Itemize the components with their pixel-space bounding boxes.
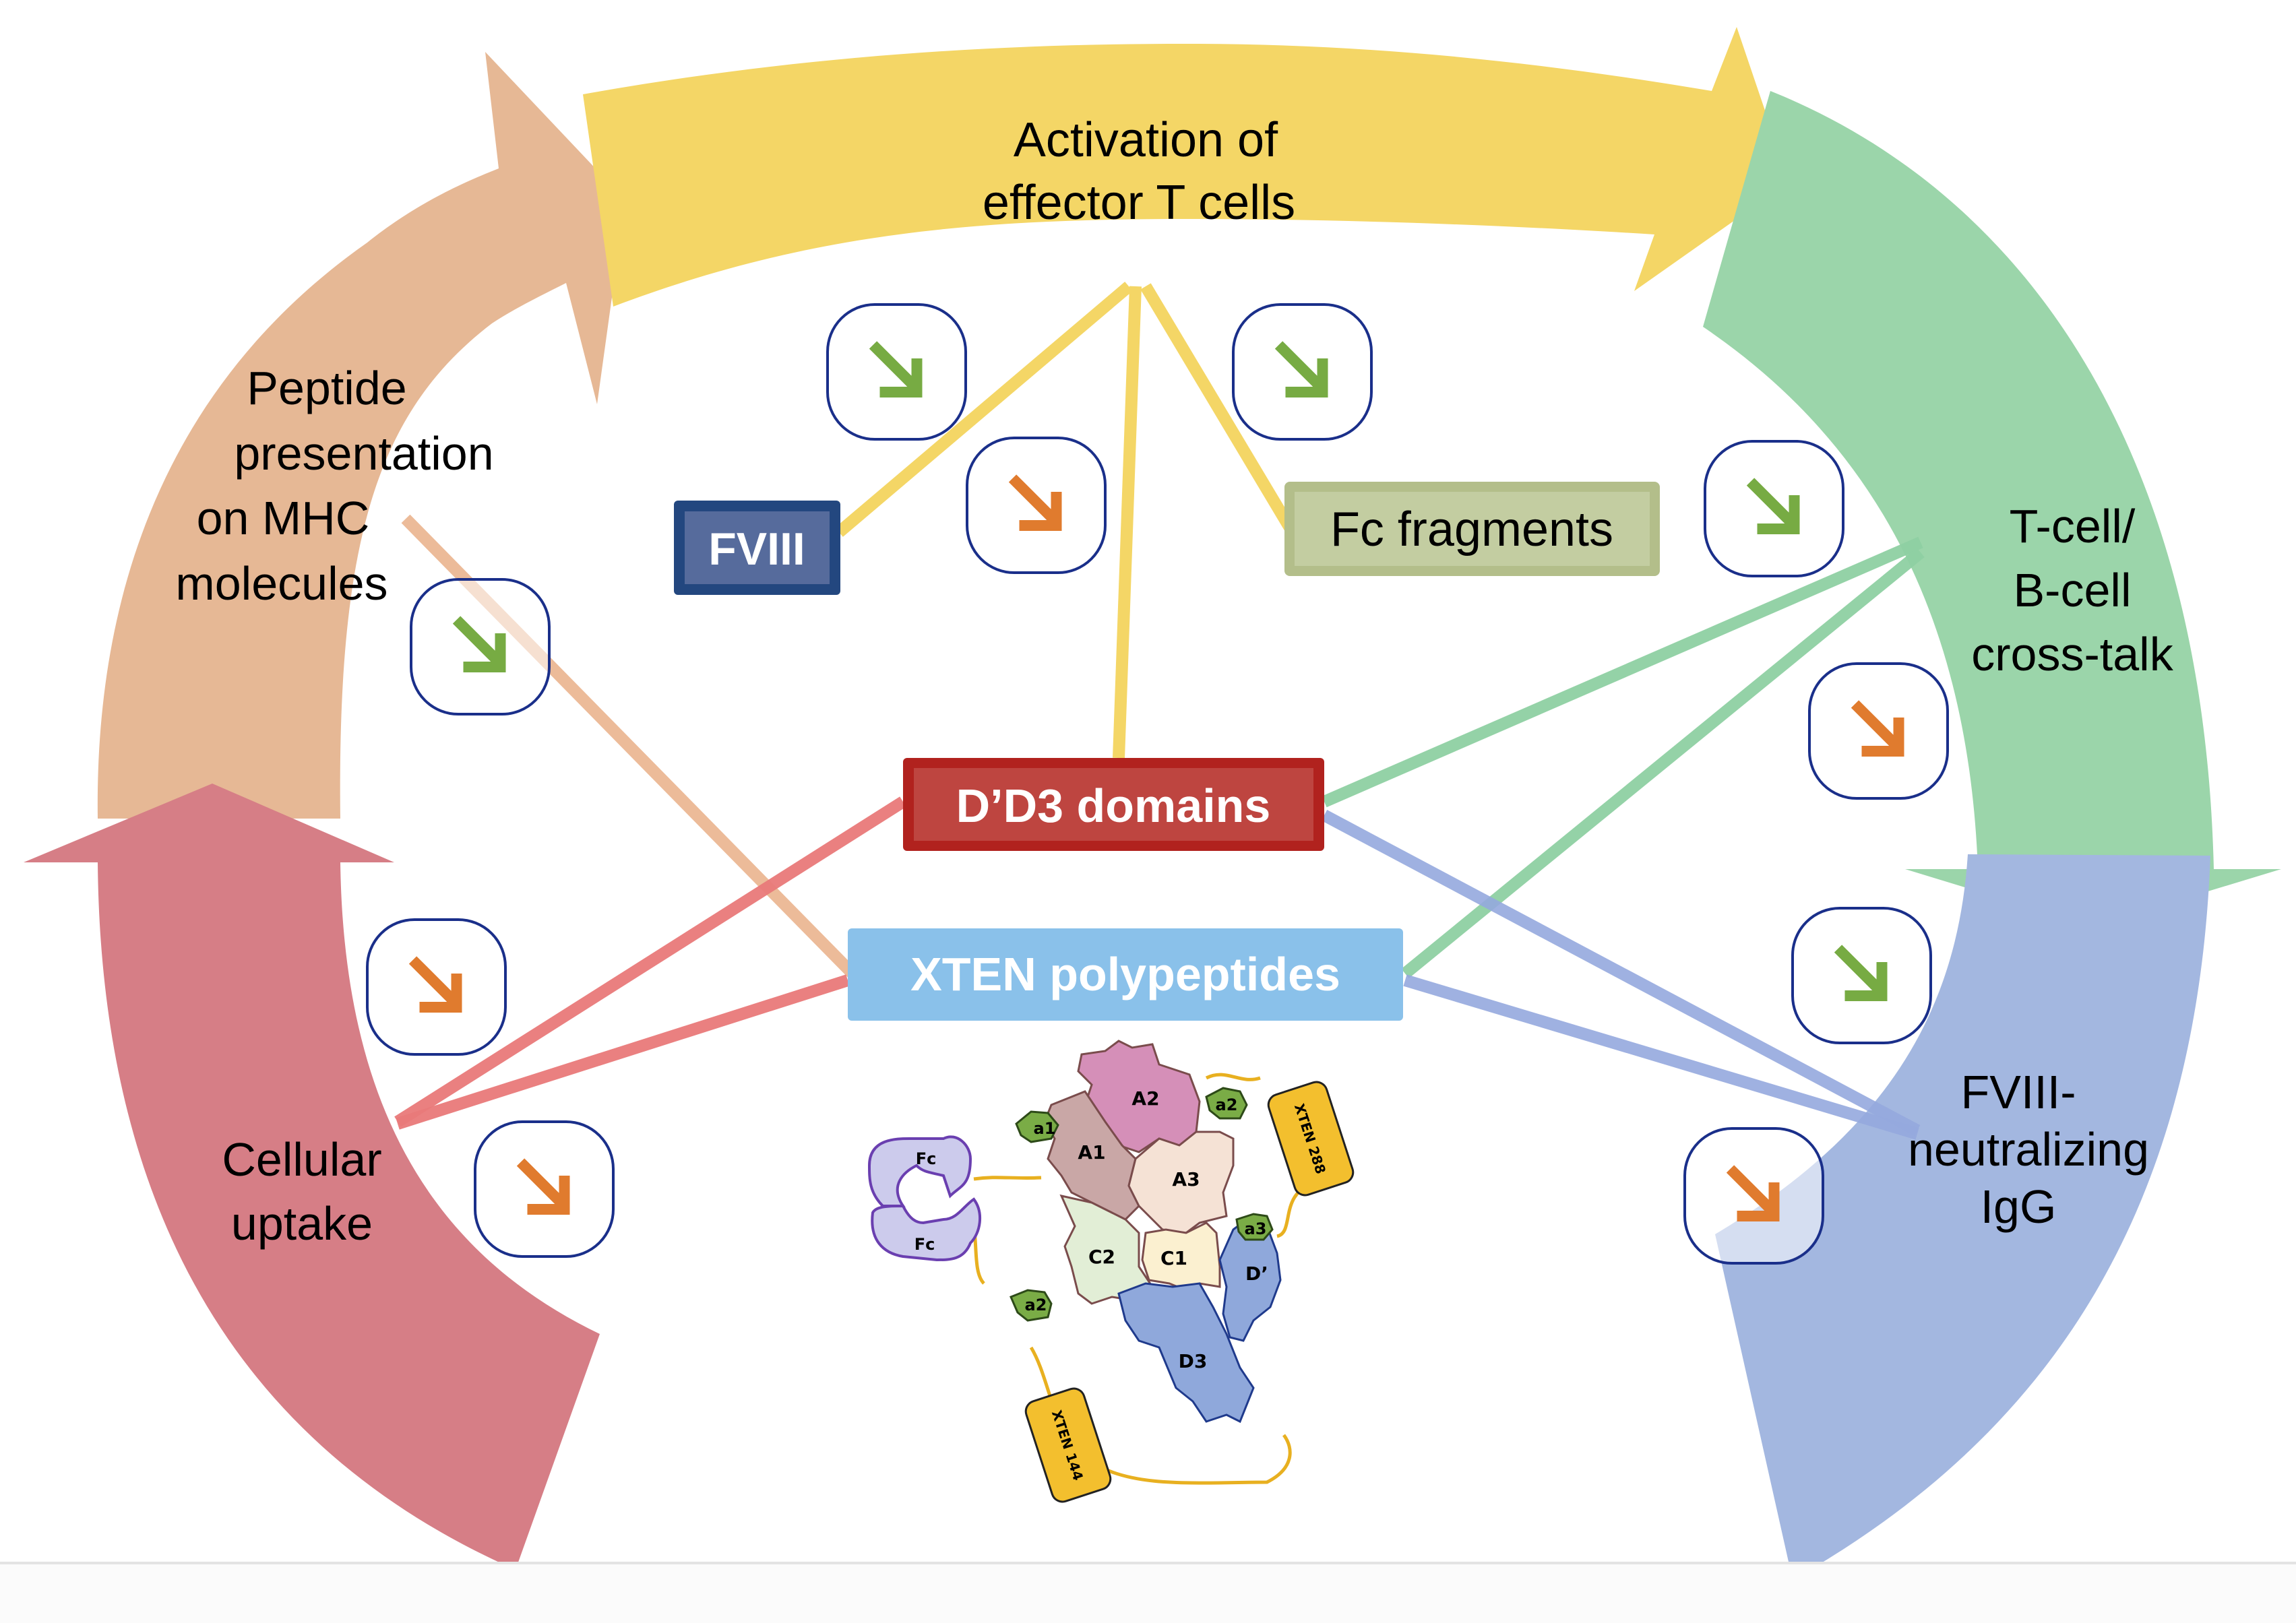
- label-uptake-line-1: Cellular: [222, 1133, 381, 1186]
- fc-label-top: Fc: [916, 1149, 937, 1168]
- label-mhc-line-4: molecules: [175, 557, 387, 610]
- label-mhc-line-2: presentation: [234, 427, 493, 480]
- domain-c2-label: C2: [1088, 1246, 1115, 1268]
- trend-badge-dd3-igg: [1791, 907, 1932, 1044]
- molecule-illustration: Fc Fc A2 A1 A3 C2 C1: [867, 1040, 1355, 1503]
- label-crosstalk-line-2: B-cell: [2013, 564, 2131, 616]
- label-uptake: Cellular uptake: [222, 1133, 381, 1250]
- label-activation: Activation of effector T cells: [983, 113, 1295, 230]
- cycle-arrow-uptake: [24, 784, 600, 1570]
- trend-badges: [366, 303, 1949, 1265]
- domain-a1-label: A1: [1078, 1141, 1105, 1164]
- acidic-region-a2-bottom: a2: [1010, 1289, 1053, 1322]
- cycle-arrow-crosstalk: [1703, 91, 2281, 926]
- acidic-region-a3: a3: [1235, 1213, 1274, 1241]
- down-right-arrow-icon: [1008, 474, 1062, 531]
- connector-xten-igg: [1403, 974, 1919, 1140]
- domain-a2-label: A2: [1131, 1087, 1159, 1110]
- acidic-region-a1: a1: [1015, 1110, 1059, 1143]
- footer-band: [0, 1562, 2296, 1623]
- acidic-a1-label: a1: [1034, 1119, 1056, 1138]
- acidic-a2-bottom-label: a2: [1025, 1296, 1047, 1314]
- domain-d3: D3: [1117, 1282, 1255, 1424]
- down-right-arrow-icon: [1726, 1165, 1780, 1221]
- trend-badge-dd3-activation: [966, 437, 1107, 574]
- label-igg: FVIII- neutralizing IgG: [1908, 1066, 2149, 1233]
- label-uptake-line-2: uptake: [231, 1197, 373, 1250]
- label-igg-line-1: FVIII-: [1960, 1066, 2076, 1118]
- component-xten[interactable]: XTEN polypeptides: [848, 928, 1403, 1021]
- trend-badge-dd3-uptake: [366, 918, 507, 1056]
- label-crosstalk: T-cell/ B-cell cross-talk: [1971, 500, 2173, 680]
- cycle-arrow-activation: [583, 27, 1789, 307]
- connector-fviii-activation: [835, 282, 1133, 537]
- label-igg-line-2: neutralizing: [1908, 1123, 2149, 1176]
- down-right-arrow-icon: [869, 341, 923, 397]
- domain-a3-label: A3: [1172, 1168, 1200, 1190]
- trend-badge-dd3-crosstalk: [1704, 440, 1844, 577]
- trend-badge-xten-crosstalk: [1808, 662, 1949, 800]
- component-fviii-label: FVIII: [708, 523, 805, 575]
- domain-d3-label: D3: [1179, 1350, 1208, 1372]
- connector-dd3-activation: [1113, 286, 1142, 759]
- component-xten-label: XTEN polypeptides: [910, 948, 1340, 1000]
- fc-unit-bottom: Fc: [871, 1197, 982, 1262]
- component-fviii[interactable]: FVIII: [674, 501, 840, 595]
- trend-badge-xten-mhc: [410, 578, 551, 715]
- down-right-arrow-icon: [1274, 341, 1328, 397]
- label-mhc: Peptide presentation on MHC molecules: [175, 362, 493, 610]
- component-dd3-label: D’D3 domains: [956, 779, 1271, 832]
- domain-c1-label: C1: [1160, 1247, 1187, 1269]
- domain-d-prime: D’: [1218, 1218, 1282, 1342]
- trend-badge-fviii-activation: [826, 303, 967, 441]
- xten-tag-288: XTEN 288: [1267, 1081, 1355, 1197]
- down-right-arrow-icon: [452, 616, 506, 672]
- label-igg-line-3: IgG: [1981, 1180, 2057, 1233]
- trend-badge-xten-igg: [1683, 1127, 1824, 1265]
- down-right-arrow-icon: [516, 1158, 570, 1215]
- domain-c1: C1: [1141, 1221, 1221, 1292]
- component-fc-fragments[interactable]: Fc fragments: [1284, 482, 1660, 576]
- component-dd3-domains[interactable]: D’D3 domains: [903, 758, 1324, 851]
- down-right-arrow-icon: [408, 956, 462, 1013]
- connector-dd3-igg: [1321, 810, 1921, 1136]
- connector-xten-uptake: [396, 974, 850, 1130]
- down-right-arrow-icon: [1746, 478, 1800, 534]
- label-crosstalk-line-3: cross-talk: [1971, 628, 2173, 680]
- acidic-a3-label: a3: [1245, 1219, 1267, 1238]
- down-right-arrow-icon: [1851, 700, 1904, 757]
- fc-label-bottom: Fc: [914, 1235, 935, 1254]
- trend-badge-xten-uptake: [474, 1120, 615, 1258]
- trend-badge-fc-activation: [1232, 303, 1373, 441]
- connector-dd3-uptake: [394, 796, 906, 1127]
- fc-unit-top: Fc: [867, 1135, 972, 1207]
- component-fc-label: Fc fragments: [1330, 503, 1613, 556]
- label-crosstalk-line-1: T-cell/: [2010, 500, 2136, 552]
- domain-d-prime-label: D’: [1245, 1263, 1268, 1285]
- cycle-arrow-igg: [1715, 854, 2210, 1580]
- label-mhc-line-1: Peptide: [247, 362, 406, 414]
- acidic-region-a2-top: a2: [1205, 1087, 1248, 1120]
- acidic-a2-top-label: a2: [1216, 1095, 1238, 1114]
- cycle-arrow-mhc: [97, 52, 625, 819]
- connector-fc-activation: [1140, 283, 1296, 532]
- label-activation-line-2: effector T cells: [983, 176, 1295, 230]
- xten-tag-144: XTEN 144: [1024, 1387, 1112, 1503]
- down-right-arrow-icon: [1834, 945, 1888, 1001]
- label-mhc-line-3: on MHC: [197, 492, 370, 544]
- domain-a3: A3: [1127, 1131, 1235, 1234]
- connector-dd3-crosstalk: [1322, 536, 1923, 808]
- label-activation-line-1: Activation of: [1014, 113, 1278, 167]
